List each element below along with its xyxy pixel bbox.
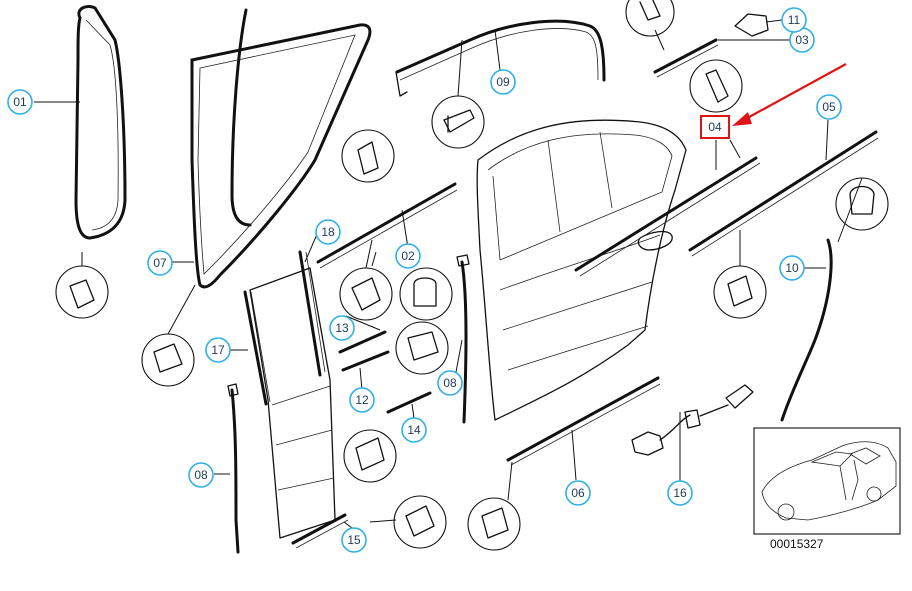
svg-text:14: 14 [407, 423, 421, 437]
callout-15[interactable]: 15 [341, 527, 367, 553]
callout-07[interactable]: 07 [147, 250, 173, 276]
svg-text:04: 04 [708, 120, 722, 134]
highlight-arrow [732, 63, 847, 126]
section-detail-13 [399, 267, 453, 321]
callout-08-left[interactable]: 08 [188, 462, 214, 488]
part-10-curved-seal [780, 238, 833, 422]
section-detail-04 [689, 59, 743, 113]
part-02-strip [316, 182, 458, 269]
part-03-strip [653, 38, 719, 78]
callout-06[interactable]: 06 [565, 480, 591, 506]
callout-04-highlighted[interactable]: 04 [700, 115, 730, 139]
callout-03[interactable]: 03 [789, 27, 815, 53]
svg-text:08: 08 [443, 376, 457, 390]
part-09-window-channel [395, 19, 606, 97]
svg-text:11: 11 [788, 13, 801, 27]
callout-08-right[interactable]: 08 [437, 370, 463, 396]
callout-02[interactable]: 02 [395, 243, 421, 269]
callout-10[interactable]: 10 [779, 255, 805, 281]
part-01b-upper-seal [230, 8, 252, 227]
front-door-section [249, 267, 336, 539]
part-14-strip [386, 391, 432, 414]
leader-lines [34, 19, 863, 529]
callout-12[interactable]: 12 [349, 387, 375, 413]
section-detail-14 [343, 429, 397, 483]
callout-17[interactable]: 17 [205, 337, 231, 363]
section-detail-15 [393, 495, 447, 549]
svg-text:12: 12 [355, 393, 369, 407]
section-detail-01 [55, 265, 109, 319]
svg-text:01: 01 [13, 95, 27, 109]
svg-text:16: 16 [673, 486, 687, 500]
callout-14[interactable]: 14 [401, 417, 427, 443]
part-16-wire-harness [631, 384, 754, 456]
callout-09[interactable]: 09 [490, 69, 516, 95]
part-08-seal-left [227, 383, 240, 554]
part-04-window-strip [574, 156, 761, 277]
svg-text:03: 03 [795, 33, 809, 47]
rear-door-body [476, 119, 687, 421]
section-detail-02 [339, 267, 393, 321]
svg-text:18: 18 [321, 225, 335, 239]
section-detail-09 [431, 95, 485, 149]
callout-01[interactable]: 01 [7, 89, 33, 115]
svg-text:17: 17 [211, 343, 225, 357]
callout-18[interactable]: 18 [315, 219, 341, 245]
part-15-sill-strip [291, 513, 349, 549]
car-thumbnail [761, 441, 897, 521]
section-detail-07 [341, 129, 395, 183]
part-13-strip [338, 330, 387, 354]
diagram-number: 00015327 [770, 537, 824, 551]
section-detail-top-clip [625, 0, 675, 37]
callout-11[interactable]: 11 [781, 7, 807, 33]
svg-text:15: 15 [347, 533, 361, 547]
svg-text:05: 05 [822, 100, 836, 114]
part-07-frame-seal [190, 23, 372, 289]
part-06-sill-strip [506, 376, 661, 466]
svg-text:09: 09 [496, 75, 510, 89]
svg-text:08: 08 [194, 468, 208, 482]
section-detail-07b [141, 333, 195, 387]
part-01-door-seal [74, 4, 127, 240]
svg-text:10: 10 [785, 261, 799, 275]
callout-05[interactable]: 05 [816, 94, 842, 120]
svg-text:07: 07 [153, 256, 167, 270]
vehicle-overview-panel [753, 427, 901, 535]
svg-text:06: 06 [571, 486, 585, 500]
section-detail-05 [835, 177, 889, 231]
part-05-outer-strip [688, 130, 879, 257]
svg-text:13: 13 [335, 321, 349, 335]
section-detail-10 [713, 265, 767, 319]
callout-16[interactable]: 16 [667, 480, 693, 506]
part-11-clip [734, 13, 769, 37]
part-18-pillar-strip [298, 250, 326, 377]
part-08-seal-right [456, 254, 470, 424]
section-detail-12 [395, 321, 449, 375]
part-12-strip [341, 350, 390, 372]
callout-13[interactable]: 13 [329, 315, 355, 341]
section-detail-06 [467, 497, 521, 551]
part-17-pillar-strip [243, 290, 271, 406]
svg-text:02: 02 [401, 249, 415, 263]
